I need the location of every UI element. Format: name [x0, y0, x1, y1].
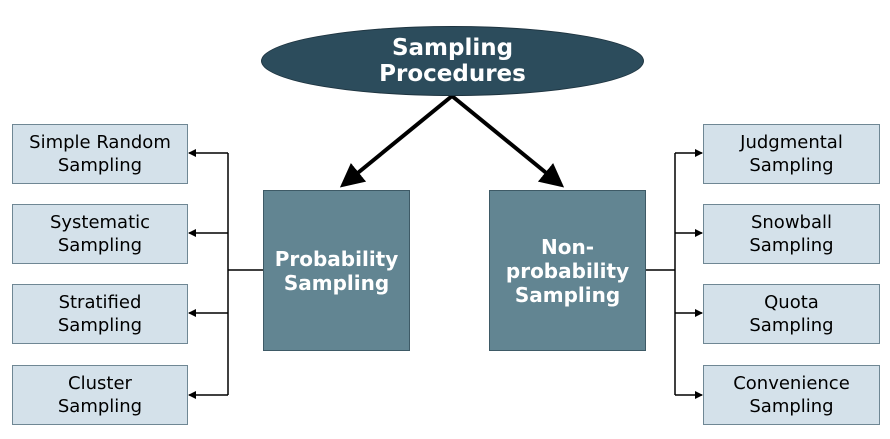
probability-sampling-node: Probability Sampling: [263, 190, 410, 351]
snowball-sampling-node: Snowball Sampling: [703, 204, 880, 264]
non-probability-sampling-node: Non- probability Sampling: [489, 190, 646, 351]
systematic-sampling-label: Systematic Sampling: [49, 212, 151, 256]
quota-sampling-node: Quota Sampling: [703, 284, 880, 344]
probability-sampling-label: Probability Sampling: [274, 246, 399, 295]
stratified-sampling-node: Stratified Sampling: [12, 284, 188, 344]
systematic-sampling-node: Systematic Sampling: [12, 204, 188, 264]
convenience-sampling-node: Convenience Sampling: [703, 365, 880, 425]
snowball-sampling-label: Snowball Sampling: [749, 212, 834, 256]
judgmental-sampling-node: Judgmental Sampling: [703, 124, 880, 184]
stratified-sampling-label: Stratified Sampling: [57, 292, 143, 336]
cluster-sampling-node: Cluster Sampling: [12, 365, 188, 425]
non-probability-sampling-label: Non- probability Sampling: [505, 234, 630, 307]
root-node-sampling-procedures: Sampling Procedures: [261, 26, 644, 96]
quota-sampling-label: Quota Sampling: [749, 292, 834, 336]
judgmental-sampling-label: Judgmental Sampling: [740, 132, 843, 176]
simple-random-sampling-node: Simple Random Sampling: [12, 124, 188, 184]
simple-random-sampling-label: Simple Random Sampling: [29, 132, 171, 176]
root-node-label: Sampling Procedures: [379, 35, 526, 87]
convenience-sampling-label: Convenience Sampling: [733, 373, 850, 417]
root-to-nonprobability-arrow: [450, 94, 565, 188]
root-to-probability-arrow: [339, 94, 454, 188]
cluster-sampling-label: Cluster Sampling: [57, 373, 143, 417]
